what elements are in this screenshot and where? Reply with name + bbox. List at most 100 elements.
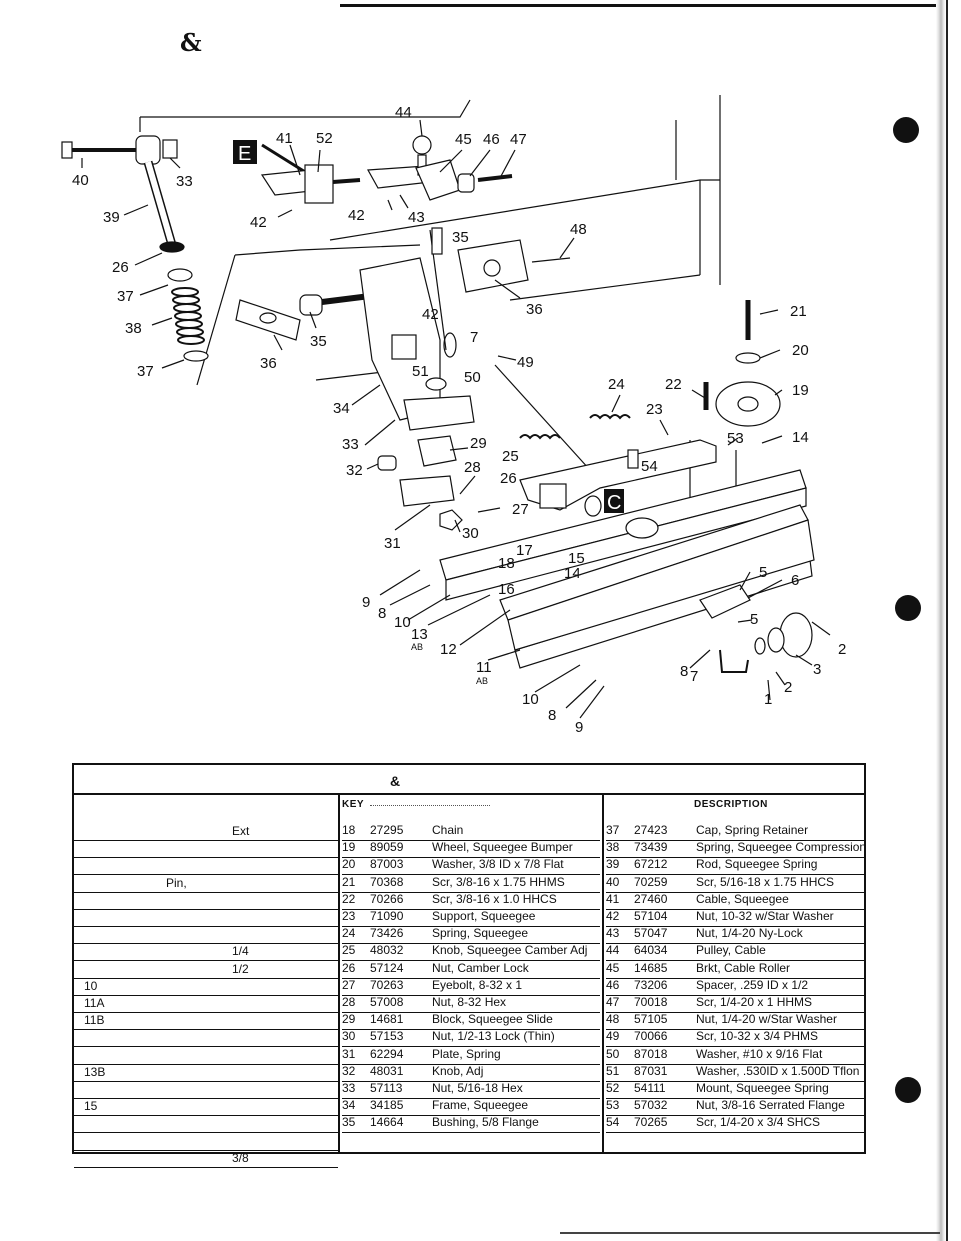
left-cell-text: 1/2	[232, 961, 249, 976]
part-label: 46	[483, 131, 500, 148]
key-cell: 18	[342, 823, 356, 837]
table-row	[74, 1029, 338, 1048]
part-number-cell: 73439	[634, 840, 668, 855]
part-label: 25	[502, 448, 519, 465]
key-cell: 31	[342, 1046, 356, 1061]
part-number-cell: 67212	[634, 857, 668, 872]
description-cell: Scr, 10-32 x 3/4 PHMS	[696, 1029, 819, 1044]
description-cell: Mount, Squeegee Spring	[696, 1081, 829, 1095]
part-number-cell: 27423	[634, 823, 668, 837]
description-cell: Washer, 3/8 ID x 7/8 Flat	[432, 857, 564, 872]
part-label: 19	[792, 382, 809, 399]
part-label: 8	[378, 605, 386, 622]
part-label: 35	[310, 333, 327, 350]
key-cell: 50	[606, 1046, 620, 1061]
table-row: 1/4	[74, 943, 338, 962]
key-cell: 41	[606, 891, 620, 906]
part-number-cell: 14685	[634, 960, 668, 975]
part-label: 7	[470, 329, 478, 346]
key-cell: 44	[606, 943, 620, 958]
left-cell-text: 1/4	[232, 944, 249, 959]
left-cell-text: 13B	[84, 1064, 106, 1079]
part-label: 10	[394, 614, 411, 631]
table-header-rule	[74, 793, 864, 795]
part-label: 53	[727, 430, 744, 447]
table-row: 11B	[74, 1012, 338, 1031]
part-number-cell: 70066	[634, 1029, 668, 1044]
binder-hole-icon	[895, 595, 921, 621]
part-label: 38	[125, 320, 142, 337]
description-cell: Spring, Squeegee	[432, 926, 529, 941]
part-label: 45	[455, 131, 472, 148]
description-cell: Nut, 5/16-18 Hex	[432, 1081, 523, 1095]
part-label: 28	[464, 459, 481, 476]
part-label: 30	[462, 525, 479, 542]
description-cell: Plate, Spring	[432, 1046, 501, 1061]
description-cell: Nut, Camber Lock	[432, 960, 529, 975]
part-label: 39	[103, 209, 120, 226]
key-cell: 28	[342, 995, 356, 1009]
left-cell-text: 3/8	[232, 1150, 249, 1165]
part-label: 40	[72, 172, 89, 189]
part-label: 14	[792, 429, 809, 446]
key-cell: 35	[342, 1115, 356, 1130]
part-number-cell: 73206	[634, 977, 668, 992]
part-label: 35	[452, 229, 469, 246]
table-row: 31 62294 Plate, Spring	[342, 1047, 600, 1065]
description-cell: Nut, 1/4-20 w/Star Washer	[696, 1012, 837, 1027]
description-cell: Nut, 8-32 Hex	[432, 995, 507, 1009]
part-label: 26	[112, 259, 129, 276]
part-label: 42	[422, 306, 439, 323]
part-number-cell: 71090	[370, 909, 404, 923]
key-cell: 49	[606, 1029, 620, 1044]
table-title-ampersand: &	[390, 773, 401, 789]
description-cell: Pulley, Cable	[696, 943, 766, 958]
binder-hole-icon	[893, 117, 919, 143]
part-number-cell: 87003	[370, 857, 404, 872]
table-row: 1/2	[74, 961, 338, 979]
description-cell: Brkt, Cable Roller	[696, 960, 791, 975]
key-cell: 43	[606, 926, 620, 941]
part-number-cell: 14681	[370, 1012, 404, 1027]
key-cell: 22	[342, 891, 356, 906]
part-label: 21	[790, 303, 807, 320]
key-cell: 48	[606, 1012, 620, 1027]
part-label: 17	[516, 542, 533, 559]
part-number-cell: 27460	[634, 891, 668, 906]
part-number-cell: 62294	[370, 1046, 404, 1061]
part-label: 37	[137, 363, 154, 380]
table-row: Pin,	[74, 875, 338, 893]
key-cell: 27	[342, 977, 356, 992]
key-cell: 30	[342, 1029, 356, 1044]
table-row	[74, 857, 338, 876]
part-number-cell: 14664	[370, 1115, 404, 1130]
part-label: 47	[510, 131, 527, 148]
part-label: 42	[348, 207, 365, 224]
part-number-cell: 54111	[634, 1081, 666, 1095]
binding-edge-line	[946, 0, 954, 1241]
part-sublabel: AB	[476, 676, 488, 686]
part-label: 41	[276, 130, 293, 147]
table-row	[74, 1133, 338, 1151]
exploded-parts-diagram: E C 44 41 52 45 46 47 40 33 39 26 37 38 …	[61, 95, 846, 736]
